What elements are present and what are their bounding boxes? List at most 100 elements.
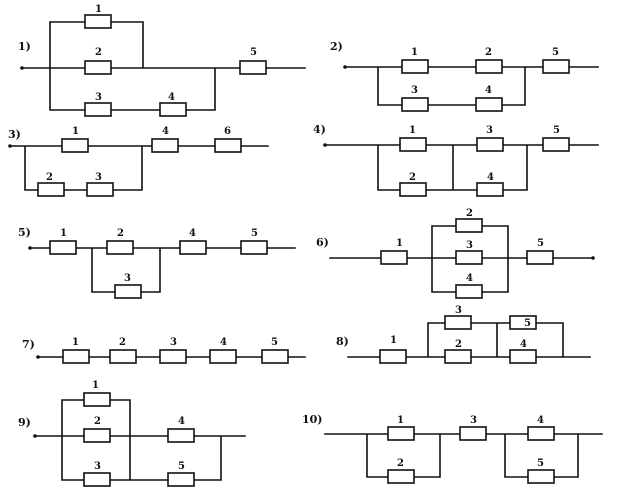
resistor-3 (84, 102, 112, 117)
resistor-1 (49, 240, 77, 255)
resistor-label: 5 (250, 47, 257, 58)
resistor-1 (399, 137, 427, 152)
resistor-3 (83, 472, 111, 487)
resistor-label: 5 (537, 458, 544, 469)
terminal (20, 66, 24, 70)
resistor-2 (106, 240, 134, 255)
circuit-number: 4) (313, 123, 326, 136)
circuit-number: 10) (302, 413, 323, 426)
resistor-label: 2 (397, 458, 404, 469)
resistor-5 (239, 60, 267, 75)
resistor-label: 1 (396, 238, 403, 249)
resistor-label: 1 (397, 415, 404, 426)
resistor-label: 4 (162, 126, 169, 137)
wire (324, 433, 603, 478)
resistor-label: 4 (189, 228, 196, 239)
resistor-label: 5 (537, 238, 544, 249)
resistor-label: 2 (466, 208, 473, 219)
resistor-6 (214, 138, 242, 153)
resistor-label: 1 (390, 335, 397, 346)
resistor-label: 5 (271, 337, 278, 348)
terminal (591, 256, 595, 260)
resistor-label: 5 (178, 461, 185, 472)
resistor-4 (455, 284, 483, 299)
resistor-label: 1 (72, 126, 79, 137)
resistor-3 (401, 97, 429, 112)
resistor-label: 3 (94, 461, 101, 472)
circuit-number: 3) (8, 128, 21, 141)
resistor-label: 3 (466, 240, 473, 251)
terminal (323, 143, 327, 147)
resistor-label: 2 (117, 228, 124, 239)
resistor-label: 4 (520, 339, 527, 350)
wire (329, 225, 594, 293)
resistor-label: 3 (486, 125, 493, 136)
resistor-1 (61, 138, 89, 153)
resistor-label: 2 (455, 339, 462, 350)
resistor-label: 1 (92, 380, 99, 391)
resistor-3 (459, 426, 487, 441)
wire (29, 247, 296, 293)
resistor-5 (542, 137, 570, 152)
wire (347, 322, 591, 358)
wire (34, 399, 246, 481)
circuit-9: 9) 1 2 3 4 5 (18, 380, 246, 487)
resistor-label: 2 (409, 172, 416, 183)
resistor-label: 3 (95, 92, 102, 103)
resistor-1 (380, 250, 408, 265)
wire (324, 144, 599, 191)
wire (9, 145, 269, 191)
resistor-1 (379, 349, 407, 364)
resistor-4 (476, 182, 504, 197)
resistor-label: 4 (178, 416, 185, 427)
terminal (33, 434, 37, 438)
resistor-3 (476, 137, 504, 152)
terminal (36, 355, 40, 359)
circuit-6: 6) 1 2 3 4 5 (316, 208, 595, 299)
resistor-label: 3 (170, 337, 177, 348)
resistor-1 (401, 59, 429, 74)
resistor-label: 2 (95, 47, 102, 58)
circuit-number: 5) (18, 226, 31, 239)
circuit-4: 4) 1 2 3 4 5 (313, 123, 599, 197)
resistor-label: 1 (409, 125, 416, 136)
resistor-label: 2 (94, 416, 101, 427)
resistor-4 (527, 426, 555, 441)
resistor-label: 3 (470, 415, 477, 426)
wire (21, 21, 306, 111)
resistor-label: 1 (95, 4, 102, 15)
resistor-label: 3 (411, 85, 418, 96)
resistor-4 (151, 138, 179, 153)
resistor-1 (62, 349, 90, 364)
resistor-label: 4 (220, 337, 227, 348)
resistor-2 (37, 182, 65, 197)
resistor-label: 4 (168, 92, 175, 103)
resistor-label: 2 (119, 337, 126, 348)
circuit-7: 7) 1 2 3 4 5 (22, 337, 306, 364)
resistor-label: 5 (553, 125, 560, 136)
circuit-number: 2) (330, 40, 343, 53)
resistor-5 (509, 315, 537, 330)
resistor-label: 4 (487, 172, 494, 183)
resistor-3 (86, 182, 114, 197)
circuit-number: 1) (18, 40, 31, 53)
resistor-label: 1 (72, 337, 79, 348)
resistor-5 (542, 59, 570, 74)
resistor-3 (444, 315, 472, 330)
resistor-label: 2 (485, 47, 492, 58)
resistor-1 (83, 392, 111, 407)
resistor-label: 3 (455, 305, 462, 316)
resistor-4 (179, 240, 207, 255)
resistor-1 (387, 426, 415, 441)
circuit-8: 8) 1 2 3 4 5 (336, 305, 591, 364)
circuit-5: 5) 1 2 3 4 5 (18, 226, 296, 299)
resistor-4 (475, 97, 503, 112)
circuit-number: 6) (316, 236, 329, 249)
circuit-number: 9) (18, 416, 31, 429)
resistor-5 (527, 469, 555, 484)
resistor-3 (159, 349, 187, 364)
circuit-10: 10) 1 2 3 4 5 (302, 413, 603, 484)
resistor-4 (159, 102, 187, 117)
resistor-label: 1 (411, 47, 418, 58)
resistor-2 (83, 428, 111, 443)
